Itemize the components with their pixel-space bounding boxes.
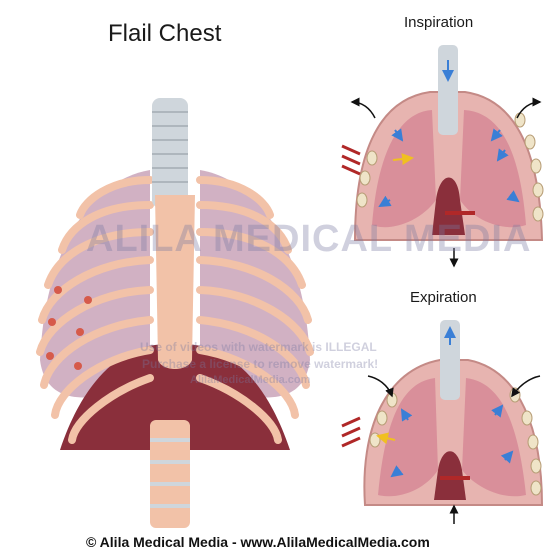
watermark-brand: ALILA MEDICAL MEDIA [86, 218, 532, 260]
watermark-line-1: Use of videos with watermark is ILLEGAL [140, 340, 377, 354]
rib-cage [36, 98, 314, 528]
expiration-right-lung [462, 378, 526, 497]
left-lung [40, 170, 150, 398]
watermark-line-2: Purchase a license to remove watermark! [142, 357, 379, 371]
sternum [155, 195, 195, 369]
expiration-diagram [341, 320, 544, 524]
watermark-line-3: AlilaMedicalMedia.com [190, 374, 311, 386]
spine [150, 420, 190, 528]
page-title: Flail Chest [108, 20, 222, 47]
right-lung [200, 170, 310, 398]
inspiration-diagram [341, 45, 544, 268]
inspiration-label: Inspiration [404, 14, 474, 31]
footer-credit: © Alila Medical Media - www.AlilaMedical… [86, 534, 430, 550]
expiration-label: Expiration [410, 289, 477, 306]
diaphragm [60, 344, 290, 450]
